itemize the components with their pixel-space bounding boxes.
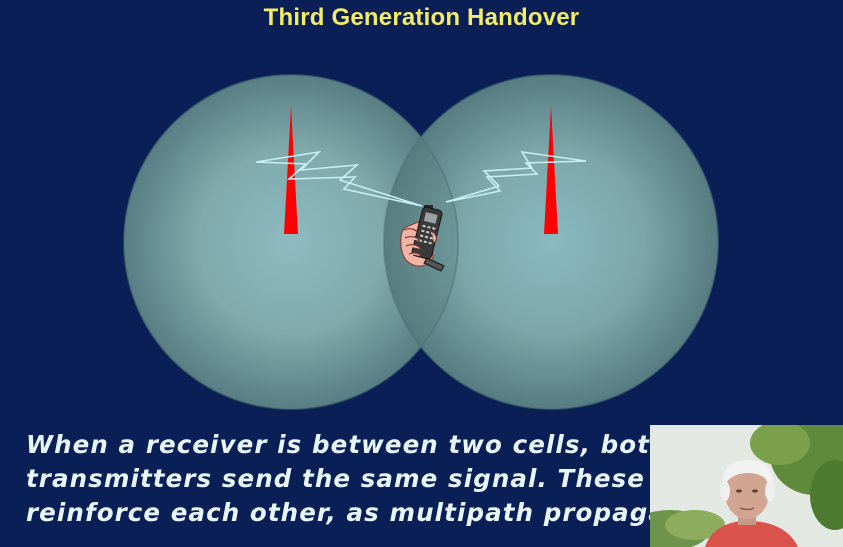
left-cell <box>124 75 458 409</box>
left-transmitter <box>284 106 298 234</box>
right-transmitter <box>544 106 558 234</box>
right-cell-edge <box>383 74 719 410</box>
slide-title: Third Generation Handover <box>263 4 580 31</box>
presenter-video-overlay <box>650 425 843 547</box>
caption-line-2: transmitters send the same signal. These <box>26 464 646 493</box>
caption-line-1: When a receiver is between two cells, bo… <box>26 430 666 459</box>
right-lightning-signal <box>445 150 587 203</box>
left-lightning-signal <box>255 150 423 207</box>
caption-line-3: reinforce each other, as multipath propa… <box>26 498 666 527</box>
slide-caption: When a receiver is between two cells, bo… <box>26 428 666 547</box>
presenter-video-frame <box>650 425 843 547</box>
left-cell-edge <box>123 74 459 410</box>
right-cell <box>384 75 718 409</box>
hand-holding-mobile-phone-icon <box>400 205 445 272</box>
